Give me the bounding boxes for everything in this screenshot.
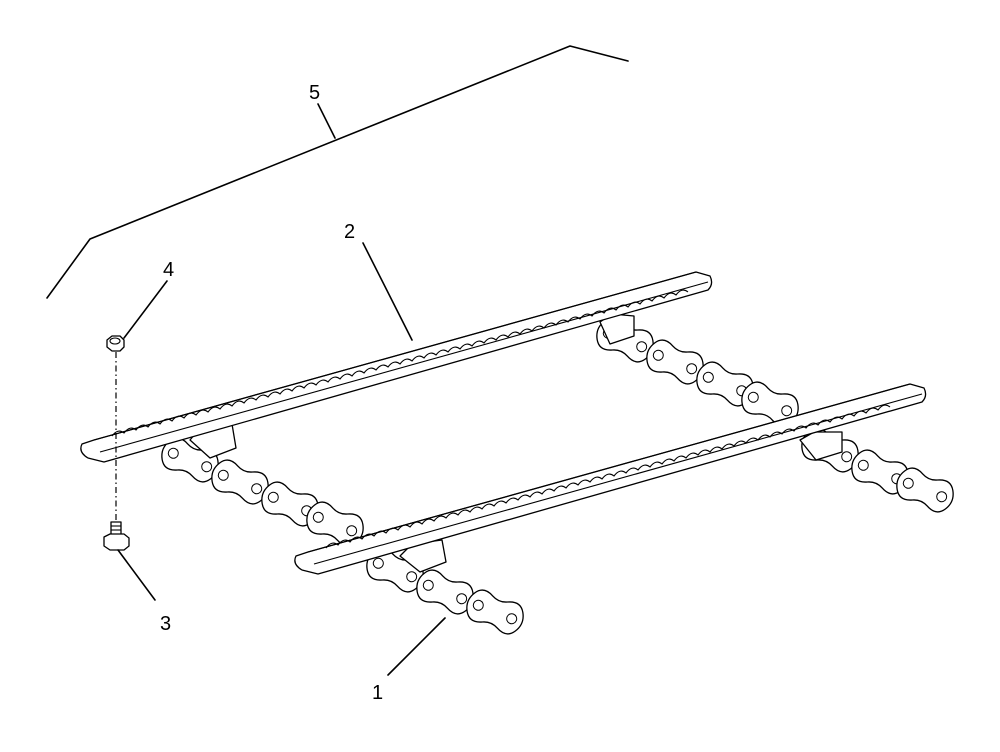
nut-hardware	[106, 335, 125, 352]
slat-bar-front	[294, 383, 927, 575]
chain-strand-front-left	[156, 433, 369, 551]
callout-1: 1	[372, 682, 383, 704]
callout-4: 4	[163, 259, 174, 281]
leader-lines	[117, 242, 446, 676]
assembly-bracket	[46, 45, 629, 299]
callout-5: 5	[309, 82, 320, 104]
callout-3: 3	[160, 613, 171, 635]
bolt-hardware	[103, 521, 130, 551]
callout-2: 2	[344, 221, 355, 243]
slat-bar-rear	[80, 271, 713, 463]
